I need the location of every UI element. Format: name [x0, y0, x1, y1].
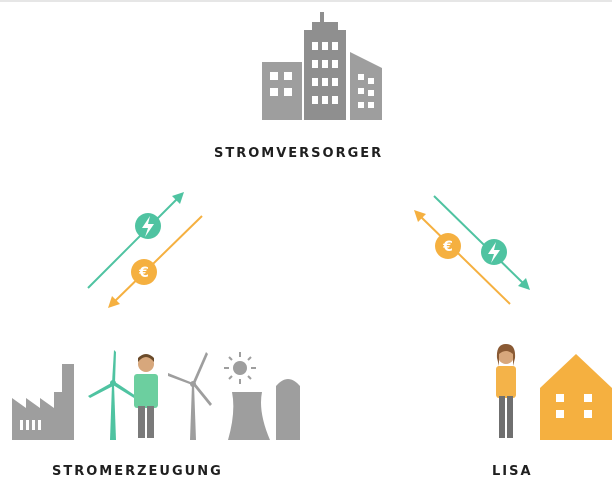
svg-text:€: €: [138, 265, 149, 281]
person-icon: [496, 344, 516, 438]
wind-turbine-icon: [168, 352, 212, 440]
right-money-arrow: [414, 210, 511, 305]
lightning-icon: [481, 239, 507, 265]
euro-icon: €: [435, 233, 461, 259]
lightning-icon: [135, 213, 161, 239]
sun-icon: [224, 352, 256, 384]
euro-icon: €: [131, 259, 157, 285]
top-divider: [0, 0, 612, 2]
cooling-tower-icon: [228, 392, 270, 440]
person-icon: [134, 354, 158, 438]
silo-icon: [276, 379, 300, 440]
svg-text:€: €: [442, 239, 453, 255]
right-power-arrow: [433, 195, 530, 290]
consumer-label: LISA: [492, 464, 533, 479]
wind-turbine-icon: [88, 350, 136, 440]
left-power-arrow: [87, 192, 184, 289]
generation-label: STROMERZEUGUNG: [52, 464, 223, 479]
left-money-arrow: [108, 215, 203, 308]
supplier-label: STROMVERSORGER: [214, 146, 384, 161]
factory-icon: [12, 364, 74, 440]
house-icon: [540, 354, 612, 440]
city-buildings-icon: [262, 12, 382, 120]
